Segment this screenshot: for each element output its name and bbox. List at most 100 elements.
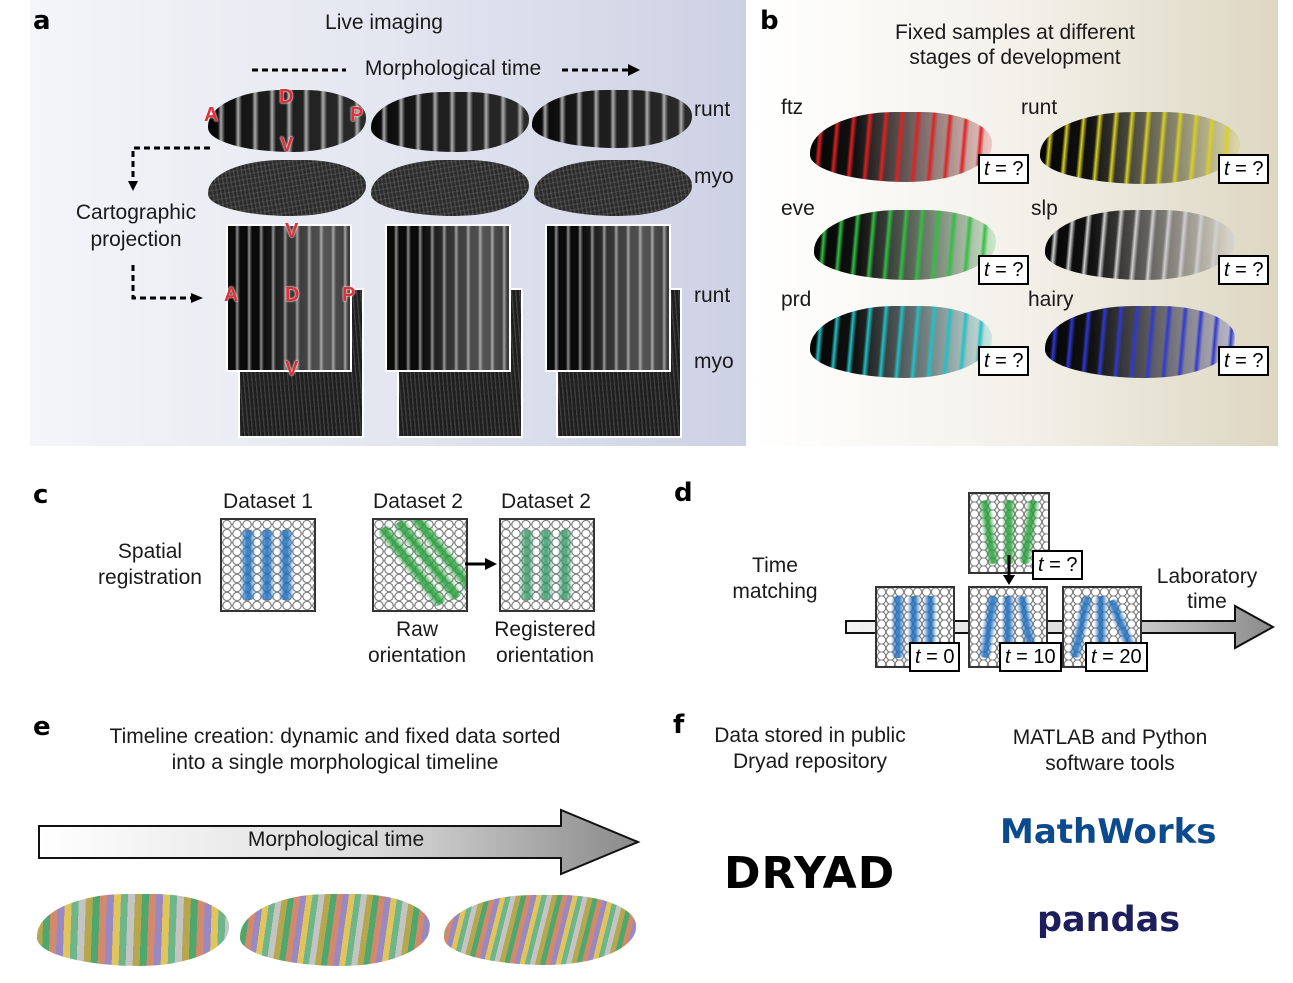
timeline-embryo-early — [37, 894, 229, 966]
raw-caption-line2: orientation — [367, 644, 467, 667]
pandas-logo: pandas — [1037, 900, 1181, 940]
panel-label-c: c — [33, 480, 49, 510]
time-matching-line1: Time — [752, 554, 798, 577]
match-down-arrow-icon — [1003, 555, 1015, 585]
row-label-myo-live: myo — [694, 165, 734, 188]
embryo-myo-early — [208, 160, 366, 216]
query-time-tag: t = ? — [1032, 550, 1084, 580]
stripe — [557, 530, 573, 600]
time-variable: t — [1224, 158, 1230, 180]
row-label-runt-projected: runt — [694, 284, 731, 307]
panel-label-b: b — [760, 6, 779, 36]
gene-label-runt: runt — [1021, 96, 1058, 119]
panel-f-left-title-line2: Dryad repository — [732, 750, 888, 773]
stripe — [538, 530, 554, 600]
dataset2-registered-grid — [499, 518, 595, 612]
embryo-slp — [1045, 210, 1235, 280]
time-value: = 20 — [1096, 646, 1142, 668]
gene-label-slp: slp — [1031, 197, 1058, 220]
stripe — [977, 595, 1001, 659]
morphological-time-big-arrow — [38, 808, 641, 876]
axis-letter-dorsal: D — [279, 86, 294, 108]
time-variable: t — [984, 259, 990, 281]
time-tag-slp: t = ? — [1218, 255, 1270, 285]
projection-letter-anterior: A — [224, 284, 239, 306]
stripe — [977, 499, 1001, 565]
timeline-embryo-mid — [240, 894, 430, 966]
embryo-eve — [814, 210, 996, 280]
time-variable: t — [915, 646, 921, 668]
panel-f-left-title-line1: Data stored in public — [714, 724, 906, 747]
projection-runt-late — [545, 224, 671, 372]
dashed-connector-top — [131, 146, 210, 181]
gene-label-hairy: hairy — [1028, 288, 1074, 311]
spatial-registration-line1: Spatial — [117, 540, 183, 563]
embryo-myo-mid — [371, 160, 529, 216]
embryo-runt-mid — [371, 92, 529, 152]
time-value: = 0 — [920, 646, 955, 668]
time-tag-t10: t = 10 — [999, 642, 1062, 672]
time-tag-ftz: t = ? — [978, 154, 1030, 184]
dataset2-raw-grid — [372, 518, 468, 612]
panel-f-right-title-line2: software tools — [1045, 752, 1175, 775]
time-tag-t20: t = 20 — [1085, 642, 1148, 672]
panel-label-d: d — [674, 478, 693, 508]
panel-e-title-line1: Timeline creation: dynamic and fixed dat… — [109, 725, 561, 748]
embryo-hairy — [1045, 306, 1235, 378]
dataset1-grid — [220, 518, 316, 612]
projection-letter-dorsal: D — [285, 284, 300, 306]
dataset1-title: Dataset 1 — [223, 490, 313, 513]
projection-label-line1: Cartographic — [75, 201, 197, 224]
row-label-myo-projected: myo — [694, 350, 734, 373]
stripe — [240, 530, 256, 600]
mathworks-logo: MathWorks — [1000, 812, 1217, 852]
time-variable: t — [1038, 554, 1044, 576]
stripe — [519, 530, 535, 600]
gene-label-prd: prd — [781, 288, 812, 311]
time-tag-eve: t = ? — [978, 255, 1030, 285]
time-tag-runt: t = ? — [1218, 154, 1270, 184]
morphological-time-label: Morphological time — [364, 57, 542, 80]
panel-label-f: f — [673, 710, 685, 740]
stripe — [891, 596, 905, 658]
projection-label-line2: projection — [90, 228, 182, 251]
projection-runt-early — [226, 224, 352, 372]
embryo-runt — [1040, 112, 1240, 184]
projection-dashed-arrows — [128, 146, 210, 303]
axis-letter-posterior: P — [350, 104, 364, 126]
axis-letter-ventral: V — [280, 134, 294, 156]
arrowhead-right-icon — [191, 293, 203, 303]
time-value: = ? — [1229, 259, 1264, 281]
embryo-runt-late — [532, 90, 692, 148]
time-variable: t — [984, 158, 990, 180]
stripe — [278, 530, 294, 600]
time-variable: t — [1091, 646, 1097, 668]
arrowhead-icon — [628, 64, 640, 76]
row-label-runt-live: runt — [694, 98, 731, 121]
panel-label-a: a — [33, 6, 51, 36]
panel-b-title-line2: stages of development — [909, 46, 1121, 69]
embryo-myo-late — [534, 160, 692, 216]
time-tag-t0: t = 0 — [909, 642, 961, 672]
spatial-registration-line2: registration — [98, 566, 202, 589]
gene-label-eve: eve — [781, 197, 815, 220]
morphological-time-big-label: Morphological time — [247, 828, 425, 851]
embryo-ftz — [810, 112, 992, 182]
dataset2-raw-title: Dataset 2 — [373, 490, 463, 513]
embryo-prd — [810, 306, 992, 378]
lab-time-label-line2: time — [1187, 590, 1227, 613]
raw-caption-line1: Raw — [395, 618, 438, 641]
axis-letter-anterior: A — [204, 104, 219, 126]
projection-letter-ventral-bottom: V — [285, 358, 299, 380]
time-variable: t — [1224, 350, 1230, 372]
timeline-embryo-late — [444, 895, 636, 965]
time-value: = 10 — [1010, 646, 1056, 668]
time-value: = ? — [989, 350, 1024, 372]
projection-letter-posterior: P — [342, 284, 356, 306]
panel-e-title-line2: into a single morphological timeline — [171, 751, 499, 774]
dataset2-registered-title: Dataset 2 — [501, 490, 591, 513]
time-value: = ? — [1229, 158, 1264, 180]
panel-label-e: e — [33, 712, 51, 742]
registration-arrow-icon — [465, 558, 497, 570]
projection-runt-mid — [385, 224, 511, 372]
